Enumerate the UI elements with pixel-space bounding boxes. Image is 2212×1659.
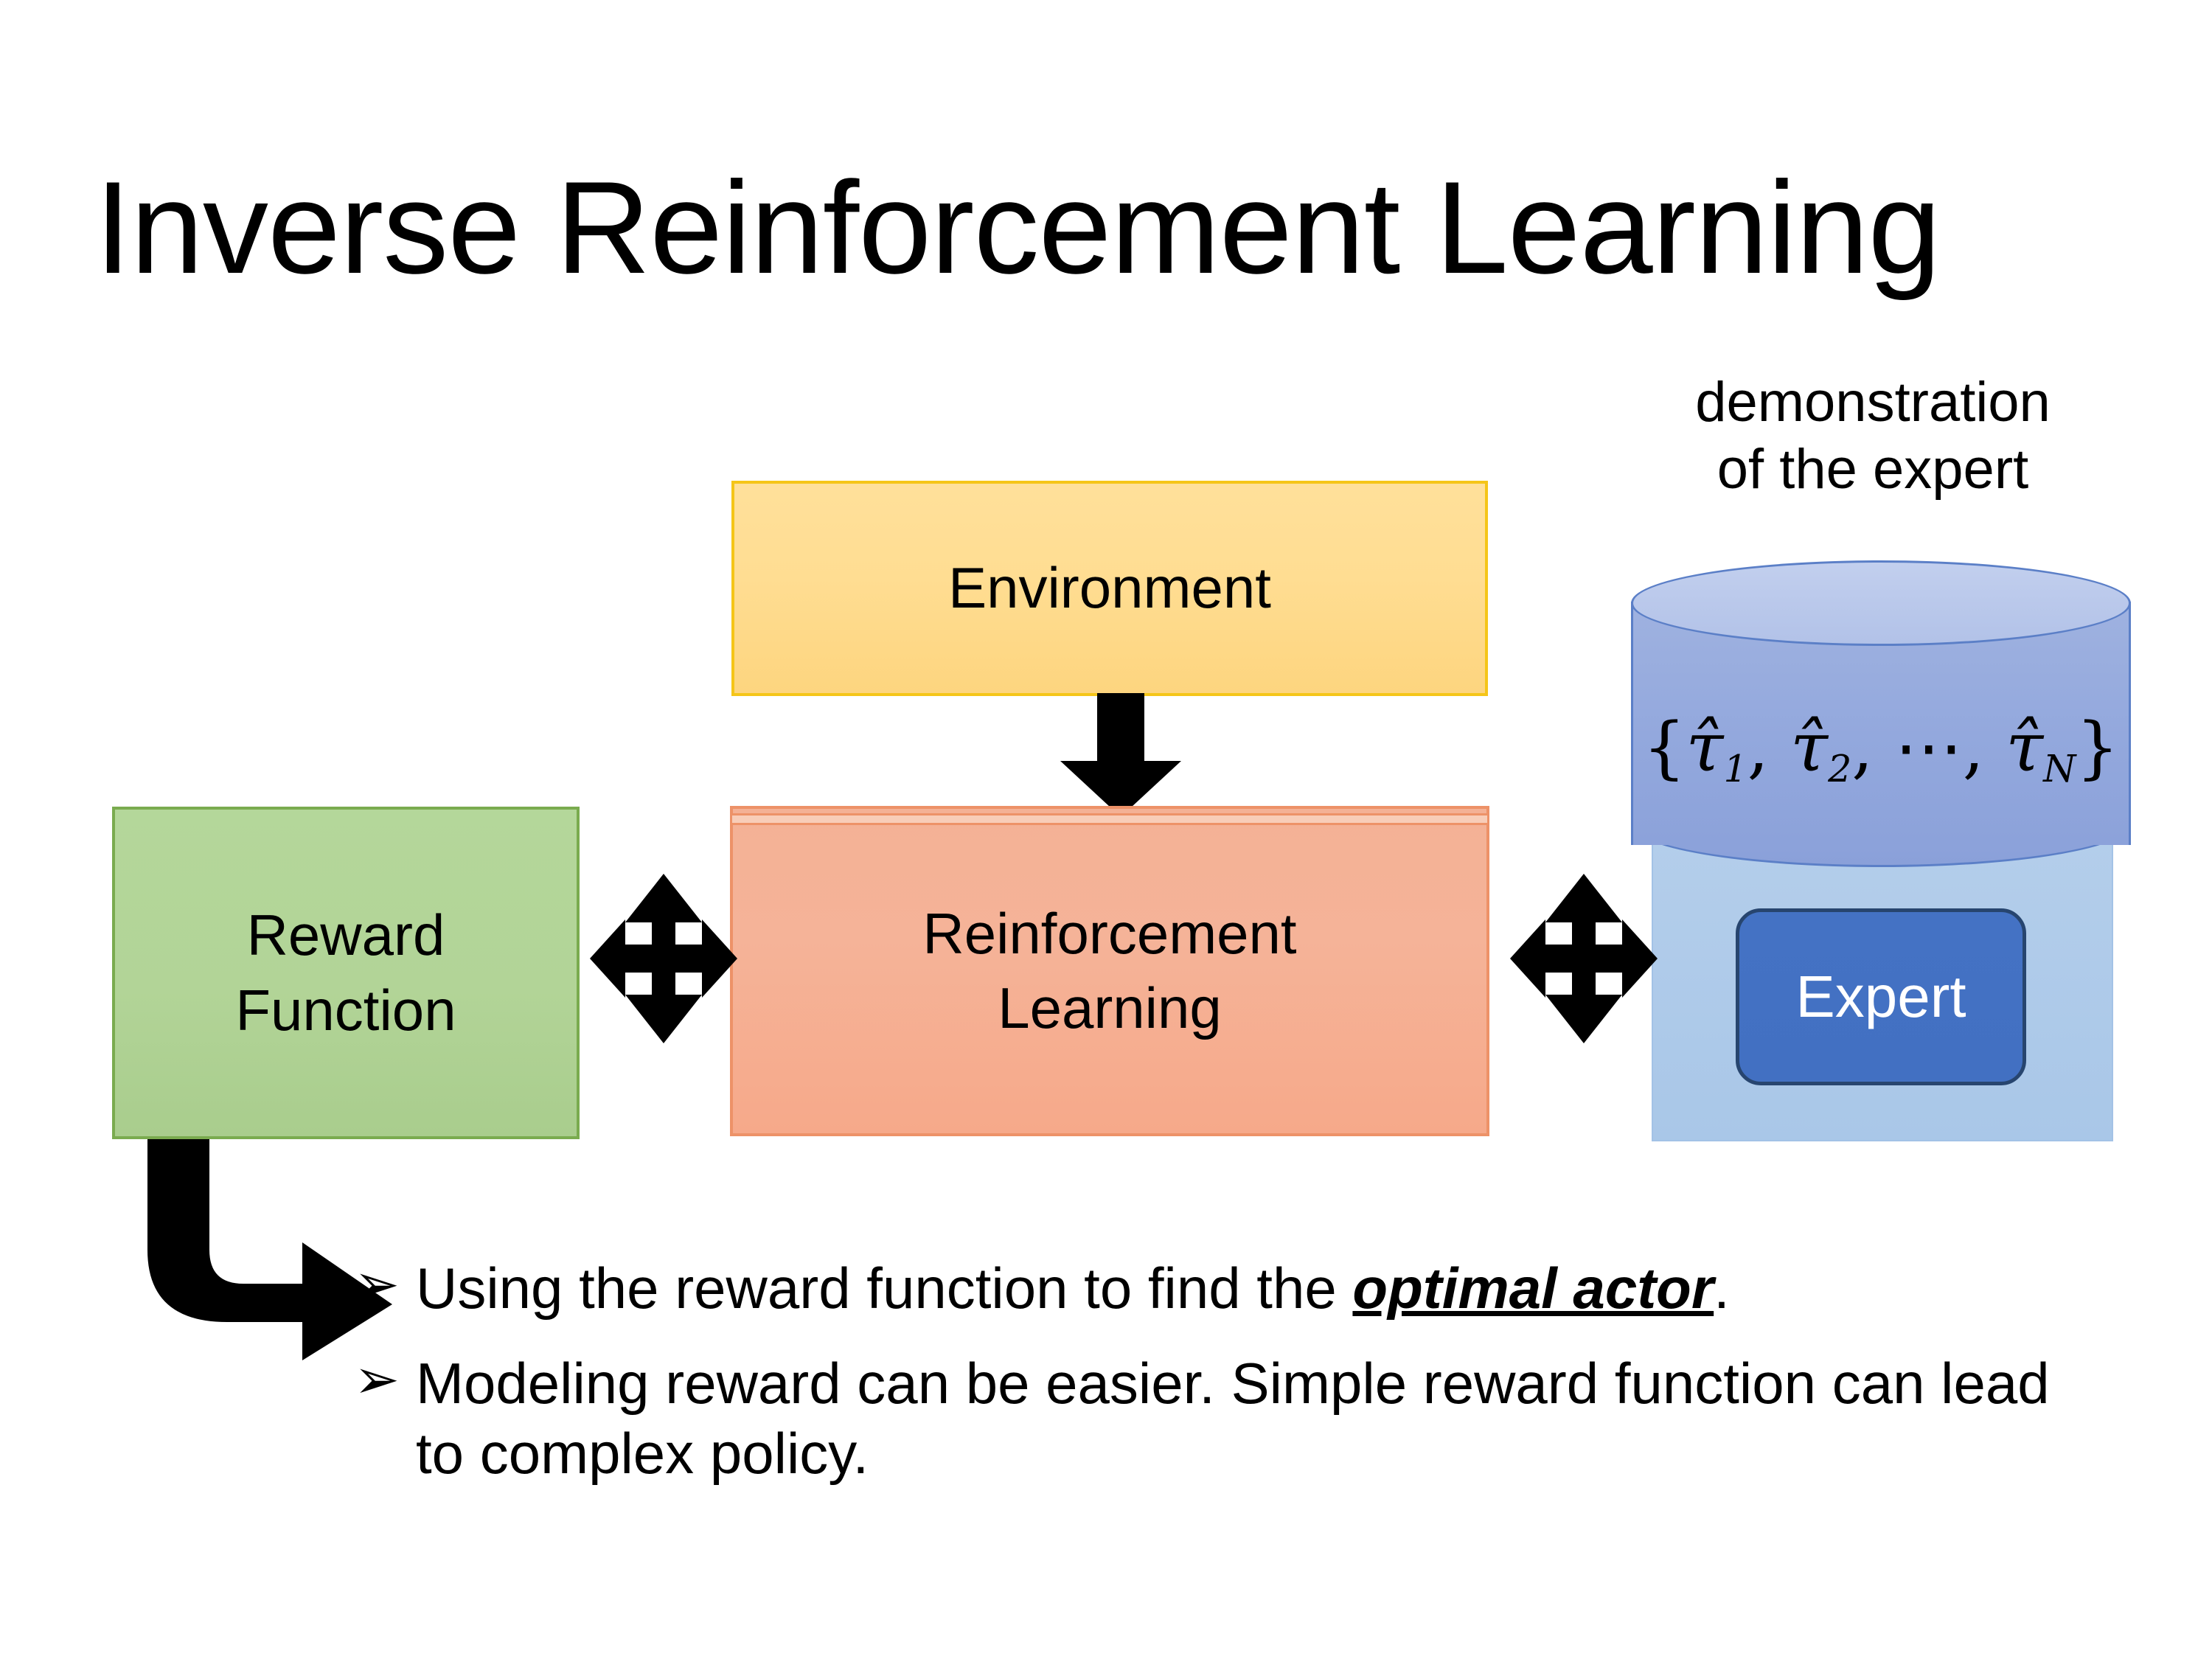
trajectory-set-formula: {τ̂1, τ̂2, ⋯, τ̂N} [1643,708,2119,791]
four-way-arrow-icon-left [590,874,737,1043]
list-item: ➢ Modeling reward can be easier. Simple … [354,1348,2050,1489]
four-way-arrow-icon-right [1510,874,1658,1043]
bullet-list: ➢ Using the reward function to find the … [354,1253,2050,1514]
bullet-text-prefix: Using the reward function to find the [416,1256,1353,1321]
demonstration-cylinder: {τ̂1, τ̂2, ⋯, τ̂N} [1631,560,2131,870]
cylinder-top-cap [1631,560,2131,646]
arrow-down-icon [1060,693,1181,817]
environment-box[interactable]: Environment [731,481,1488,696]
expert-label: Expert [1795,964,1966,1029]
page-title: Inverse Reinforcement Learning [94,154,1941,301]
bullet-text: Using the reward function to find the op… [416,1253,1730,1324]
list-item: ➢ Using the reward function to find the … [354,1253,2050,1324]
bullet-text: Modeling reward can be easier. Simple re… [416,1349,2050,1489]
bullet-text-emphasis: optimal actor [1352,1256,1714,1321]
environment-label: Environment [948,555,1271,621]
bullet-marker-icon: ➢ [354,1348,400,1412]
bullet-marker-icon: ➢ [354,1253,400,1316]
bullet-text-suffix: . [1714,1256,1730,1321]
bullet-text-prefix: Modeling reward can be easier. Simple re… [416,1351,2050,1486]
expert-chip[interactable]: Expert [1736,908,2026,1085]
elbow-arrow-icon [147,1139,392,1360]
